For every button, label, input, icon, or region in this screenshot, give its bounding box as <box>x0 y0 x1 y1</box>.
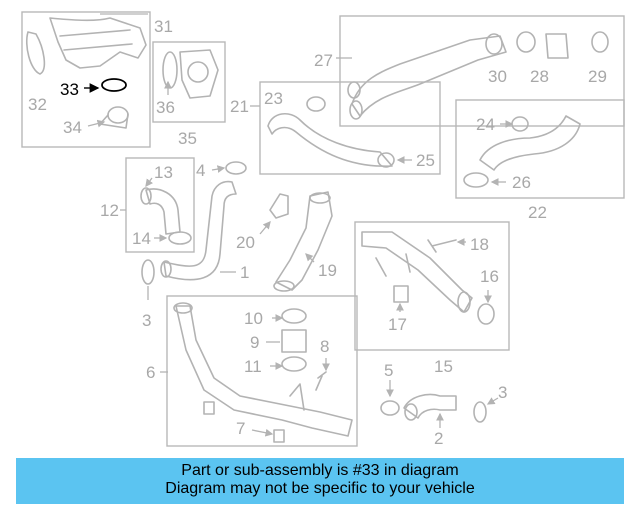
callout-4: 4 <box>196 161 205 180</box>
callout-26: 26 <box>512 173 531 192</box>
callout-3a: 3 <box>142 311 151 330</box>
callout-10: 10 <box>244 309 263 328</box>
callout-33: 33 <box>60 80 79 99</box>
o-ring-3b <box>473 401 487 423</box>
hose-13 <box>145 188 181 235</box>
callout-27: 27 <box>314 51 333 70</box>
group-box-6 <box>166 295 358 447</box>
duct-19 <box>275 191 333 291</box>
group-box-21 <box>259 81 441 175</box>
hose-group-21: 21 23 25 <box>230 81 441 175</box>
group-box-35 <box>152 41 226 123</box>
bolt-18 <box>427 239 457 253</box>
callout-36: 36 <box>156 98 175 117</box>
plug-17 <box>393 285 409 303</box>
banner-line-disclaimer: Diagram may not be specific to your vehi… <box>165 480 475 497</box>
parts-diagram: 31 32 33 34 36 35 27 30 28 29 <box>21 11 625 448</box>
hose-22 <box>479 115 581 171</box>
group-box-31 <box>21 11 151 148</box>
throttle-group: 36 35 <box>152 41 226 148</box>
callout-3b: 3 <box>498 383 507 402</box>
callout-1: 1 <box>240 263 249 282</box>
group-box-15 <box>354 221 510 351</box>
clamp-24 <box>511 116 529 132</box>
callout-11: 11 <box>244 357 262 376</box>
callout-17: 17 <box>388 315 407 334</box>
callout-22: 22 <box>528 203 547 222</box>
sleeve-9 <box>281 329 307 353</box>
clamp-4 <box>225 161 247 175</box>
clamp-26 <box>463 172 489 188</box>
callout-8: 8 <box>320 337 329 356</box>
hose-1-group: 4 1 3 <box>141 161 249 330</box>
callout-30: 30 <box>488 67 507 86</box>
group-box-27 <box>339 15 625 127</box>
cap-7 <box>203 401 215 415</box>
clamp-11 <box>281 356 307 372</box>
connector-34 <box>107 106 129 124</box>
clamp-10 <box>281 308 307 324</box>
clamp-14 <box>168 231 192 245</box>
clamp-25 <box>377 152 395 168</box>
callout-15: 15 <box>434 357 453 376</box>
hose-group-12: 13 14 12 <box>100 157 195 253</box>
pipe-6 <box>175 305 353 437</box>
gasket-16 <box>477 303 495 325</box>
callout-28: 28 <box>530 67 549 86</box>
callout-18: 18 <box>470 235 489 254</box>
hose-1 <box>163 180 237 281</box>
callout-13: 13 <box>154 163 173 182</box>
hose-group-22: 24 26 22 <box>455 99 625 222</box>
callout-25: 25 <box>416 151 435 170</box>
callout-14: 14 <box>132 229 151 248</box>
callout-6: 6 <box>146 363 155 382</box>
clamp-5 <box>380 400 400 416</box>
callout-34: 34 <box>63 118 82 137</box>
bracket-20 <box>269 193 289 219</box>
info-banner: Part or sub-assembly is #33 in diagram D… <box>16 458 624 504</box>
callout-12: 12 <box>100 201 119 220</box>
hose-2-group: 5 2 3 <box>380 361 507 448</box>
callout-7: 7 <box>236 419 245 438</box>
intake-assembly-group: 31 32 33 34 <box>21 11 173 148</box>
duct-group: 20 19 <box>236 191 337 292</box>
callout-20: 20 <box>236 233 255 252</box>
group-box-12 <box>125 157 195 253</box>
charge-pipe-27 <box>351 35 507 117</box>
pipe-group-15: 18 16 17 15 <box>354 221 510 376</box>
o-ring-3 <box>141 259 155 285</box>
o-ring-33 <box>101 78 127 92</box>
hose-2 <box>403 393 457 419</box>
clamp-29 <box>591 31 609 53</box>
callout-9: 9 <box>250 333 259 352</box>
banner-line-part: Part or sub-assembly is #33 in diagram <box>181 462 459 479</box>
callout-2: 2 <box>434 429 443 448</box>
gasket-32 <box>25 31 46 75</box>
callout-19: 19 <box>318 261 337 280</box>
callout-29: 29 <box>588 67 607 86</box>
callout-5: 5 <box>384 361 393 380</box>
callout-32: 32 <box>28 95 47 114</box>
callout-35: 35 <box>178 129 197 148</box>
bolt-8 <box>315 371 327 391</box>
callout-21: 21 <box>230 97 249 116</box>
callout-31: 31 <box>154 17 173 36</box>
sleeve-28 <box>545 33 569 59</box>
hose-21 <box>267 113 393 167</box>
intake-pipe-31 <box>49 17 147 69</box>
pipe-group-6: 10 9 11 8 7 6 <box>146 295 358 447</box>
callout-24: 24 <box>476 115 495 134</box>
clamp-30 <box>516 31 536 53</box>
gasket-36 <box>162 51 178 89</box>
callout-23: 23 <box>264 89 283 108</box>
clamp-23 <box>306 96 326 112</box>
group-box-22 <box>455 99 625 199</box>
pipe-15 <box>361 231 473 313</box>
charge-pipe-group: 27 30 28 29 <box>314 15 625 127</box>
callout-16: 16 <box>480 267 499 286</box>
